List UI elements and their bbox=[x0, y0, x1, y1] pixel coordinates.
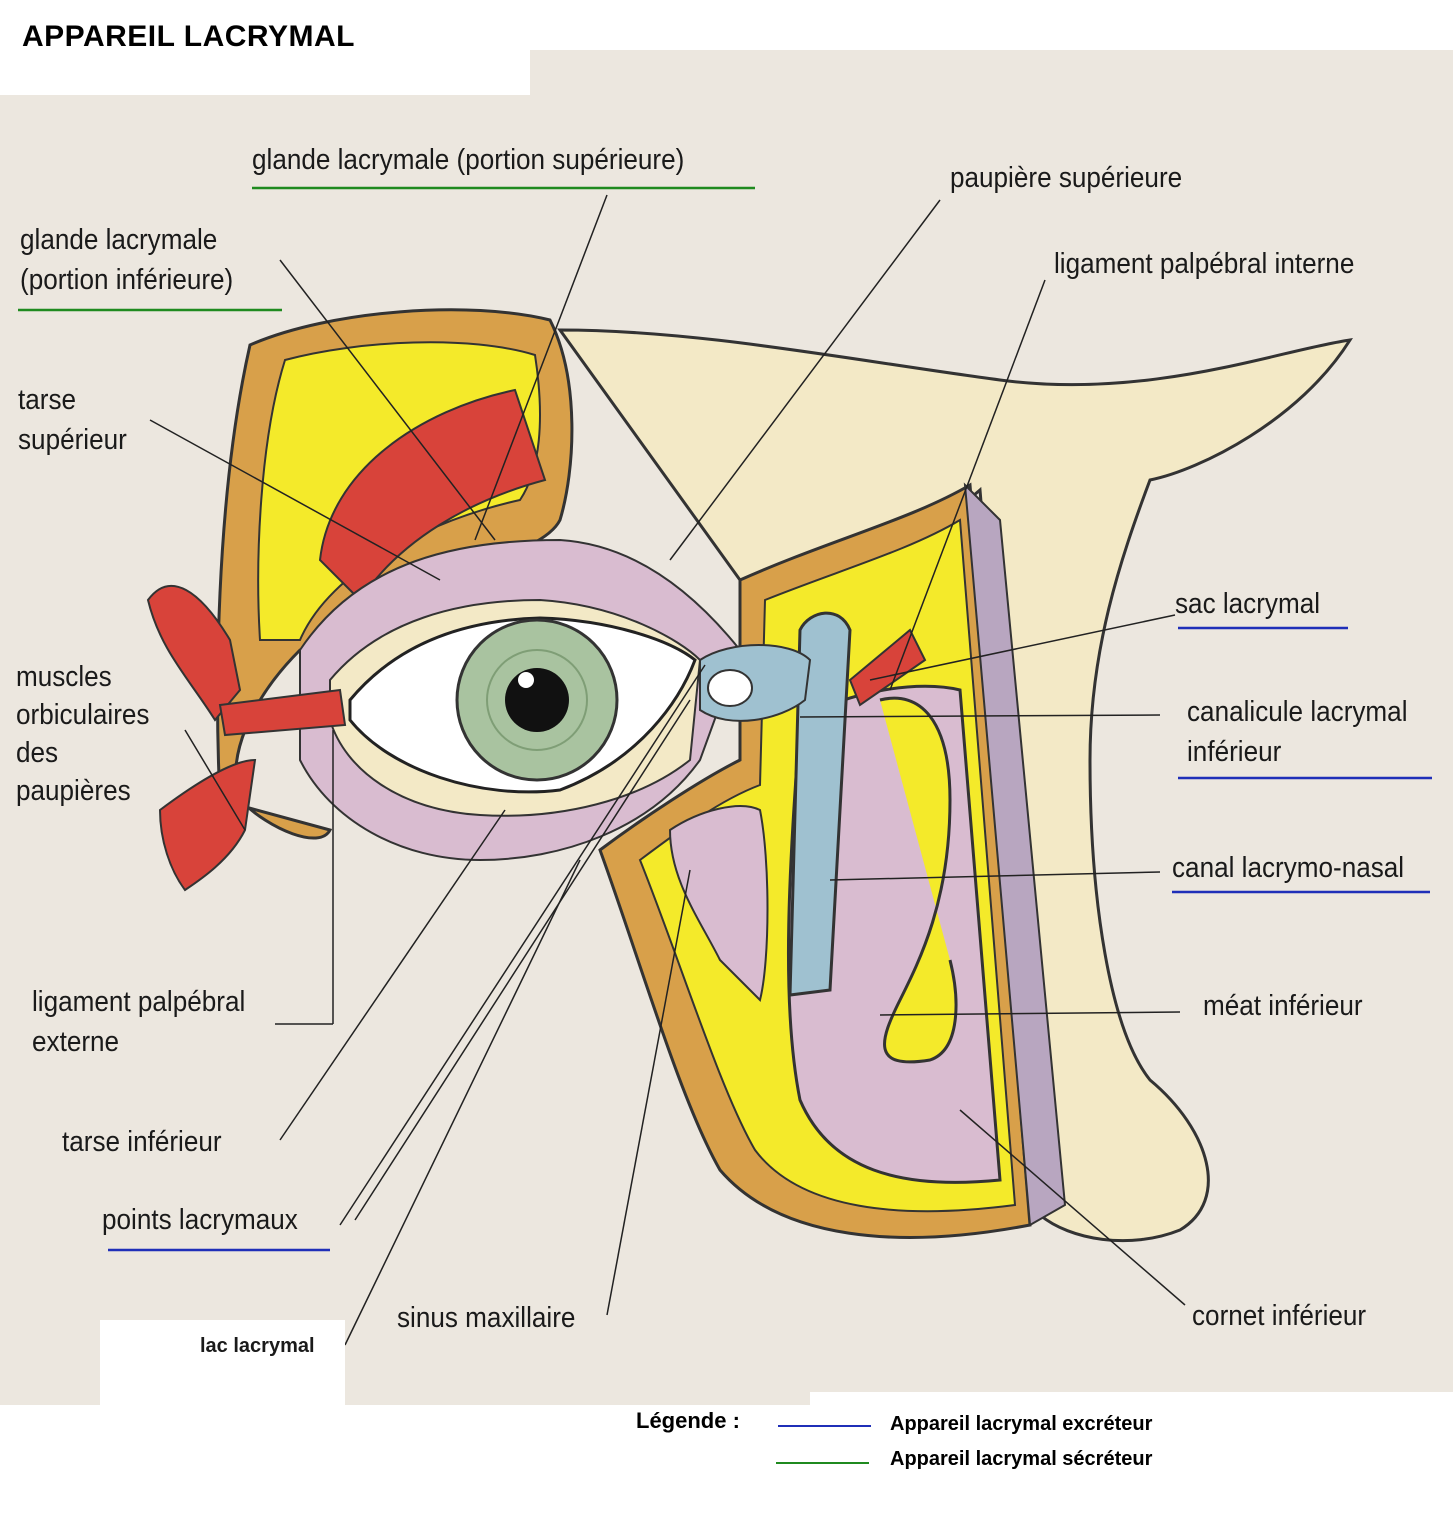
leader-sac bbox=[869, 614, 1176, 681]
eye-reflection bbox=[518, 672, 534, 688]
lacrimal-caruncle bbox=[707, 669, 753, 707]
label-canalicule-line2: inférieur bbox=[1187, 736, 1282, 768]
page-title: APPAREIL LACRYMAL bbox=[22, 20, 355, 53]
orbicularis-muscle-lower bbox=[158, 758, 257, 892]
skin-face bbox=[557, 328, 1353, 1243]
leader-canal bbox=[829, 871, 1161, 881]
label-tarse-superieur-line2: supérieur bbox=[18, 424, 127, 456]
lacrimal-gland-superior bbox=[318, 388, 547, 602]
leader-lines bbox=[149, 194, 1186, 1346]
leader-lig-int bbox=[889, 279, 1046, 691]
label-muscles-line3: des bbox=[16, 737, 59, 769]
leader-glande-sup bbox=[474, 194, 608, 541]
leader-sinus bbox=[606, 869, 691, 1316]
label-canalicule: canalicule lacrymal inférieur bbox=[1187, 692, 1408, 772]
label-muscles-line4: paupières bbox=[16, 775, 131, 807]
legend-bg bbox=[810, 1392, 1453, 1522]
leader-paupiere bbox=[669, 199, 941, 561]
eye-pupil bbox=[505, 668, 569, 732]
maxillary-sinus bbox=[668, 805, 769, 1002]
label-canalicule-line1: canalicule lacrymal bbox=[1187, 696, 1408, 728]
label-ligament-interne: ligament palpébral interne bbox=[1054, 248, 1355, 280]
leader-points-2 bbox=[354, 699, 691, 1221]
legend-title: Légende : bbox=[636, 1408, 740, 1433]
leader-meat bbox=[879, 1011, 1181, 1016]
label-tarse-inferieur: tarse inférieur bbox=[62, 1126, 222, 1158]
label-meat-inferieur: méat inférieur bbox=[1203, 990, 1363, 1022]
legend-excretory: Appareil lacrymal excréteur bbox=[890, 1413, 1153, 1435]
label-muscles-line1: muscles bbox=[16, 661, 112, 693]
nasolacrimal-duct bbox=[788, 611, 852, 997]
label-lac-lacrymal: lac lacrymal bbox=[200, 1335, 315, 1357]
label-canal-lacrymo-nasal: canal lacrymo-nasal bbox=[1172, 852, 1405, 884]
leader-cornet bbox=[959, 1109, 1186, 1306]
leader-tarse-sup bbox=[149, 419, 441, 581]
legend-swatch-excretory bbox=[778, 1425, 871, 1427]
label-sinus-maxillaire: sinus maxillaire bbox=[397, 1302, 576, 1334]
label-sac-lacrymal: sac lacrymal bbox=[1175, 588, 1321, 620]
leader-tarse-inf bbox=[279, 809, 506, 1141]
label-paupiere-superieure: paupière supérieure bbox=[950, 162, 1183, 194]
label-glande-superieure: glande lacrymale (portion supérieure) bbox=[252, 144, 685, 176]
label-cornet-inferieur: cornet inférieur bbox=[1192, 1300, 1367, 1332]
legend-secretory: Appareil lacrymal sécréteur bbox=[890, 1448, 1153, 1470]
orbicularis-muscle-middle bbox=[218, 688, 347, 737]
legend-swatch-secretory bbox=[776, 1462, 869, 1464]
label-glande-inferieure-line2: (portion inférieure) bbox=[20, 264, 234, 296]
page-top-strip bbox=[530, 50, 1453, 100]
label-ligament-externe-line2: externe bbox=[32, 1026, 120, 1058]
page-background bbox=[0, 95, 1453, 1405]
label-tarse-superieur: tarse supérieur bbox=[18, 380, 127, 460]
label-points-lacrymaux: points lacrymaux bbox=[102, 1204, 298, 1236]
leader-canalicule bbox=[799, 714, 1161, 718]
lac-label-bg bbox=[100, 1320, 345, 1405]
leader-points-1 bbox=[339, 664, 706, 1226]
leader-muscles bbox=[184, 729, 246, 831]
label-ligament-externe-line1: ligament palpébral bbox=[32, 986, 246, 1018]
inferior-turbinate bbox=[879, 696, 958, 1064]
eye-iris-inner bbox=[486, 649, 588, 751]
label-muscles-orbiculaires: muscles orbiculaires des paupières bbox=[16, 658, 149, 810]
label-muscles-line2: orbiculaires bbox=[16, 699, 150, 731]
label-glande-inferieure: glande lacrymale (portion inférieure) bbox=[20, 220, 233, 300]
orbicularis-muscle-upper bbox=[146, 584, 242, 722]
leader-lac bbox=[344, 859, 581, 1346]
label-glande-inferieure-line1: glande lacrymale bbox=[20, 224, 218, 256]
label-ligament-externe: ligament palpébral externe bbox=[32, 982, 245, 1062]
leader-glande-inf bbox=[279, 259, 496, 541]
nasal-septum-band bbox=[963, 482, 1067, 1227]
label-tarse-superieur-line1: tarse bbox=[18, 384, 77, 416]
